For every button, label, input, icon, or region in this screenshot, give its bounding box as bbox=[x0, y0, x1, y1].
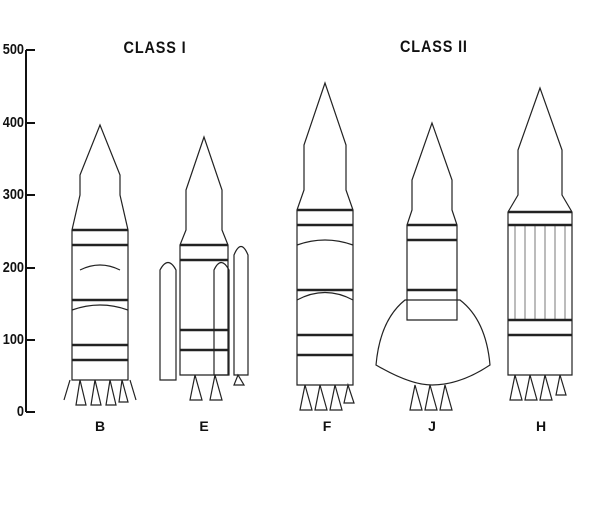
height-axis bbox=[25, 49, 35, 413]
vehicle-label-f: F bbox=[322, 418, 332, 434]
vehicle-label-e: E bbox=[199, 418, 209, 434]
axis-tick-label: 500 bbox=[2, 41, 24, 58]
class-ii-heading: CLASS II bbox=[399, 37, 468, 56]
rocket-h bbox=[507, 86, 573, 401]
rocket-j bbox=[375, 121, 491, 411]
rocket-f bbox=[296, 81, 355, 411]
vehicle-label-h: H bbox=[535, 418, 547, 434]
axis-tick-label: 300 bbox=[2, 186, 24, 203]
axis-tick-label: 400 bbox=[2, 114, 24, 131]
axis-tick-label: 200 bbox=[2, 259, 24, 276]
vehicle-label-b: B bbox=[94, 418, 106, 434]
axis-tick-label: 0 bbox=[16, 403, 24, 420]
axis-tick-label: 100 bbox=[2, 331, 24, 348]
class-i-heading: CLASS I bbox=[123, 38, 187, 57]
vehicle-label-j: J bbox=[428, 418, 436, 434]
rocket-e bbox=[159, 135, 249, 401]
rocket-b bbox=[63, 123, 137, 406]
